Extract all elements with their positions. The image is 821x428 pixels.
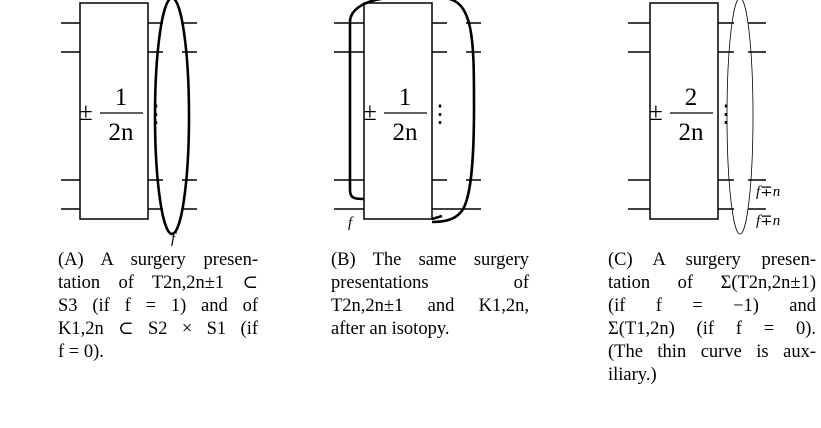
vertical-dots: ⋮	[428, 102, 452, 128]
caption-a: (A) A surgery presen- tation of T2n,2n±1…	[58, 249, 258, 364]
surgery-curve	[153, 0, 191, 236]
surgery-curve	[348, 0, 476, 224]
caption-line: (B) The same surgery	[331, 250, 529, 270]
fraction-denominator: 2n	[393, 119, 419, 146]
vertical-dots: ⋮	[144, 102, 168, 128]
fraction-numerator: 1	[399, 84, 412, 111]
caption-line: (A) A surgery presen-	[58, 250, 258, 270]
coefficient-sign: ±	[649, 99, 663, 126]
framing-label-upper: f∓n	[756, 184, 780, 200]
caption-line: (The thin curve is aux-	[608, 342, 816, 362]
caption-line: f = 0).	[58, 342, 104, 362]
figure-a-diagram: ± 1 2n ⋮ f	[61, 0, 197, 247]
twist-box	[79, 2, 149, 220]
caption-line: presentations of	[331, 273, 529, 293]
caption-c: (C) A surgery presen- tation of Σ(T2n,2n…	[608, 249, 816, 387]
vertical-dots: ⋮	[714, 102, 738, 128]
fraction-numerator: 2	[685, 84, 698, 111]
caption-line: (C) A surgery presen-	[608, 250, 816, 270]
fraction-denominator: 2n	[679, 119, 705, 146]
caption-line: after an isotopy.	[331, 319, 450, 339]
framing-label: f	[348, 215, 354, 231]
caption-line: iliary.)	[608, 365, 657, 385]
twist-box	[649, 2, 719, 220]
figure-c-diagram: ± 2 2n ⋮ f∓n f∓n	[628, 0, 780, 235]
caption-line: tation of T2n,2n±1 ⊂	[58, 273, 258, 293]
surgery-curve-end	[431, 214, 443, 221]
caption-line: (if f = −1) and	[608, 296, 816, 316]
framing-label: f	[171, 231, 177, 247]
framing-label-lower: f∓n	[756, 213, 780, 229]
fraction-denominator: 2n	[109, 119, 135, 146]
twist-box	[363, 2, 433, 220]
caption-line: tation of Σ(T2n,2n±1)	[608, 273, 816, 293]
caption-line: S3 (if f = 1) and of	[58, 296, 258, 316]
caption-line: Σ(T1,2n) (if f = 0).	[608, 319, 816, 339]
caption-line: K1,2n ⊂ S2 × S1 (if	[58, 319, 258, 339]
caption-b: (B) The same surgery presentations of T2…	[331, 249, 529, 341]
fraction-numerator: 1	[115, 84, 128, 111]
caption-line: T2n,2n±1 and K1,2n,	[331, 296, 529, 316]
coefficient-sign: ±	[79, 99, 93, 126]
figure-b-diagram: ± 1 2n ⋮ f	[334, 0, 481, 231]
auxiliary-curve	[726, 0, 754, 235]
coefficient-sign: ±	[363, 99, 377, 126]
